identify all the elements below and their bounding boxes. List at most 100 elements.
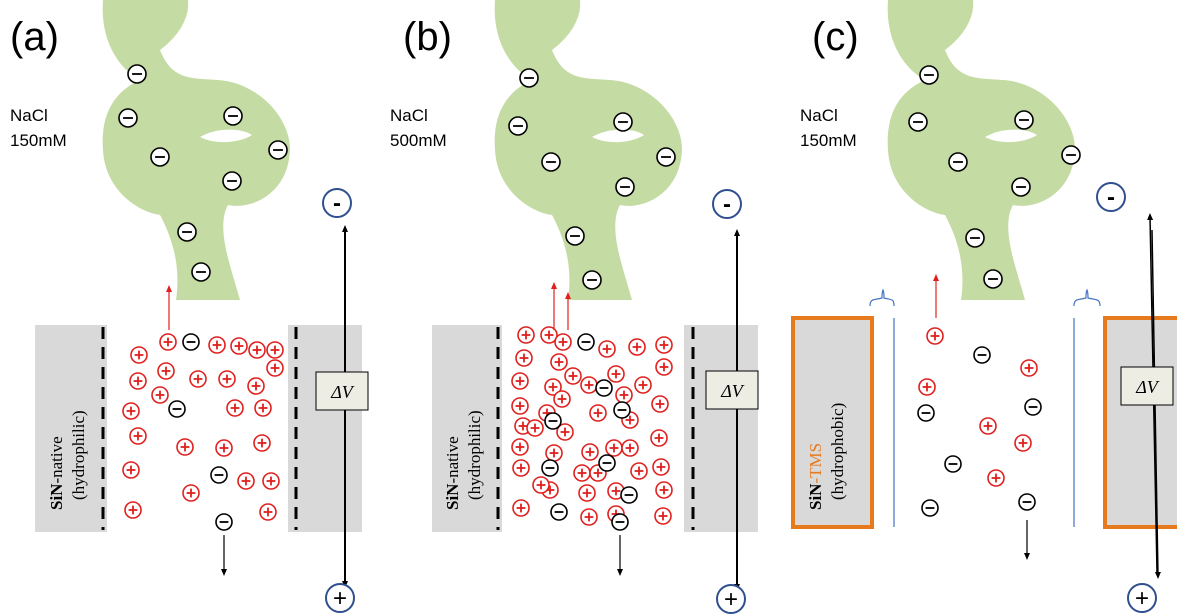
anion-ion (595, 379, 613, 397)
pore-wall-right (288, 325, 362, 532)
anion-ion (222, 171, 242, 191)
anion-ion (191, 262, 211, 282)
cation-ion (266, 341, 284, 359)
cation-ion (176, 438, 194, 456)
anion-ion (565, 226, 585, 246)
cation-ion (253, 434, 271, 452)
anion-ion (519, 68, 539, 88)
panel-a: (a) NaCl 150mM SiN-native (hydrophilic) … (10, 0, 369, 613)
cation-ion (556, 423, 574, 441)
anion-ion (1018, 493, 1036, 511)
cation-ion (254, 399, 272, 417)
cation-ion (532, 476, 550, 494)
cation-ion (652, 458, 670, 476)
cation-ion (650, 429, 668, 447)
concentration-label: 500mM (390, 131, 447, 150)
svg-text:-: - (723, 191, 731, 218)
cation-ion (512, 499, 530, 517)
cation-ion (655, 358, 673, 376)
anion-ion (210, 466, 228, 484)
anion-ion (582, 270, 602, 290)
cation-ion (979, 417, 997, 435)
cation-ion (580, 376, 598, 394)
cation-ion (605, 439, 623, 457)
negative-terminal: - (712, 189, 742, 219)
voltage-box: ΔV (705, 370, 759, 410)
cation-ion (581, 443, 599, 461)
wall-sublabel: (hydrophobic) (828, 403, 847, 500)
protein-hole (592, 129, 644, 143)
pore-wall-left (432, 325, 502, 532)
cation-ion (129, 372, 147, 390)
cation-ion (540, 326, 558, 344)
cation-ion (266, 359, 284, 377)
anion-ion (541, 459, 559, 477)
cation-ion (248, 341, 266, 359)
anion-ion (908, 112, 928, 132)
salt-label: NaCl (390, 106, 428, 125)
positive-terminal: + (716, 584, 746, 614)
cation-ion (511, 397, 529, 415)
cation-ion (607, 365, 625, 383)
cation-ion (615, 386, 633, 404)
delta-v-label: ΔV (720, 381, 745, 401)
cation-ion (1020, 359, 1038, 377)
anion-ion (1011, 177, 1031, 197)
cation-ion (621, 411, 639, 429)
protein-molecule (887, 0, 1075, 300)
anion-ion (544, 412, 562, 430)
cation-ion (159, 333, 177, 351)
anion-ion (656, 147, 676, 167)
cation-ion (157, 362, 175, 380)
cation-ion (987, 469, 1005, 487)
cation-ion (553, 390, 571, 408)
anion-ion (541, 152, 561, 172)
gap-brace-left (869, 288, 895, 307)
anion-ion (177, 222, 197, 242)
cation-ion (589, 404, 607, 422)
anion-ion (613, 401, 631, 419)
concentration-label: 150mM (800, 131, 857, 150)
anion-ion (615, 177, 635, 197)
svg-text:+: + (333, 585, 347, 612)
cation-ion (580, 508, 598, 526)
cation-ion (634, 376, 652, 394)
cation-ion (544, 378, 562, 396)
anion-ion (620, 486, 638, 504)
cation-ion (230, 337, 248, 355)
cation-ion (630, 462, 648, 480)
protein-hole (985, 129, 1037, 143)
cation-ion (511, 438, 529, 456)
cation-ion (628, 338, 646, 356)
cation-ion (130, 346, 148, 364)
wall-sublabel: (hydrophilic) (465, 410, 484, 500)
salt-label: NaCl (10, 106, 48, 125)
anion-ion (1061, 145, 1081, 165)
cation-ion (621, 439, 639, 457)
anion-ion (215, 513, 233, 531)
cation-ion (517, 326, 535, 344)
cation-ion (545, 444, 563, 462)
wall-sublabel: (hydrophilic) (69, 410, 88, 500)
cation-ion (926, 327, 944, 345)
cation-ion (573, 464, 591, 482)
cation-ion (511, 372, 529, 390)
cation-ion (259, 503, 277, 521)
tms-coated-wall-left (791, 316, 874, 529)
cation-ion (578, 484, 596, 502)
anion-ion (577, 333, 595, 351)
anion-ion (919, 65, 939, 85)
anion-ion (118, 108, 138, 128)
protein-molecule (494, 0, 682, 300)
gap-brace-right (1073, 288, 1101, 307)
anion-ion (223, 106, 243, 126)
svg-text:-: - (333, 190, 341, 217)
anion-ion (948, 152, 968, 172)
anion-ion (508, 116, 528, 136)
cation-ion (918, 378, 936, 396)
anion-ion (611, 513, 629, 531)
cation-ion (122, 461, 140, 479)
cation-ion (515, 349, 533, 367)
